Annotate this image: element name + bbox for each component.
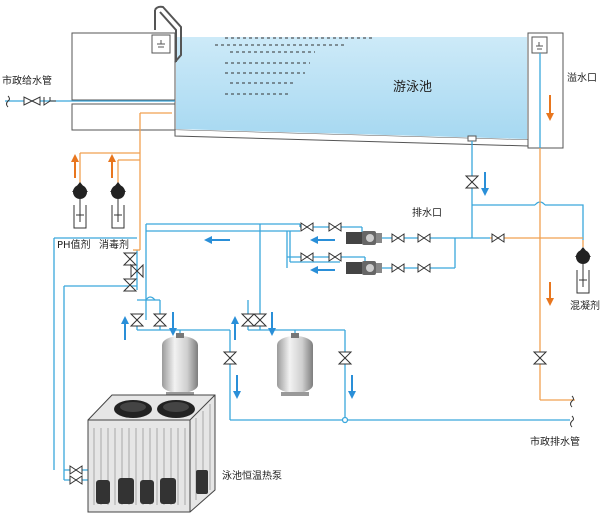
break-marks: [6, 95, 574, 428]
valve-drain-branch: [491, 233, 505, 243]
blue-piping: [5, 53, 584, 481]
dosing-coagulant: [575, 247, 591, 294]
pool-structure: [71, 5, 564, 149]
drain-outlet-label: 排水口: [412, 208, 442, 219]
municipal-drain-label: 市政排水管: [530, 437, 580, 448]
dosing-disinfectant: [110, 182, 126, 229]
pool-ladder: [154, 5, 182, 63]
dosing-ph: [72, 182, 88, 229]
water-surface-marks: [215, 37, 375, 95]
coagulant-label: 混凝剂: [570, 301, 600, 312]
sand-filter-2: [277, 333, 313, 396]
pool-label: 游泳池: [393, 80, 433, 95]
valve-overflow-drain: [532, 351, 548, 365]
circulation-pump-2: [346, 261, 382, 275]
heat-pump-label: 泳池恒温热泵: [222, 471, 282, 482]
check-valve-supply: [43, 97, 56, 106]
flow-arrows-orange: [71, 95, 554, 306]
ph-agent-label: PH值剂: [57, 240, 91, 251]
valve-supply: [23, 96, 41, 106]
municipal-water-supply-label: 市政给水管: [2, 76, 52, 87]
valves: [23, 96, 548, 485]
disinfectant-label: 消毒剂: [99, 240, 129, 251]
valve-main-drain: [464, 175, 480, 189]
main-drain-fitting: [467, 135, 477, 142]
circulation-pump-1: [346, 231, 382, 245]
flow-arrows-blue: [121, 172, 489, 399]
pool-water: [176, 37, 527, 139]
heat-pump-unit: [87, 394, 216, 513]
overflow-label: 溢水口: [567, 73, 597, 84]
sand-filter-1: [162, 333, 198, 396]
